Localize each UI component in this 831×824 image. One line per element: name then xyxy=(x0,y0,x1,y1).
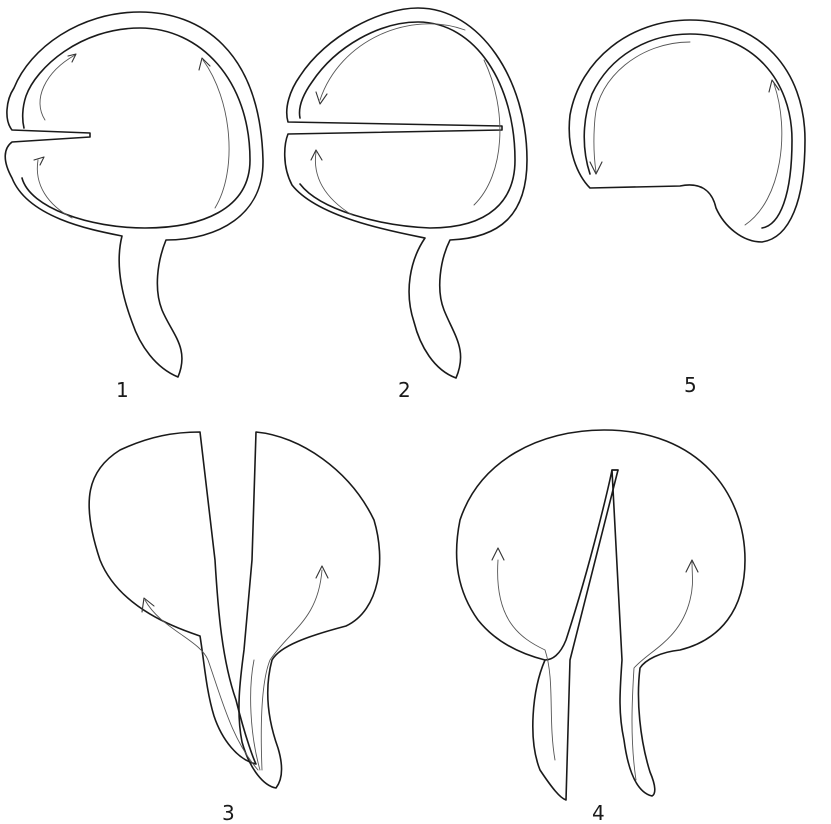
figure-3-flow-arrow-left xyxy=(145,600,258,770)
figure-5-inner-outline xyxy=(584,34,792,228)
figure-2-arrowhead-lower xyxy=(311,150,322,160)
figure-2-arrowhead-left xyxy=(316,92,327,104)
figure-3-label: 3 xyxy=(222,801,235,824)
figure-5-flow-arrow-right xyxy=(745,84,782,225)
figure-3-left-half xyxy=(89,432,256,764)
figure-1-flow-arrow-right xyxy=(203,60,229,208)
figure-2-label: 2 xyxy=(398,378,411,402)
figure-4-body-outline xyxy=(457,430,745,796)
figure-1-flow-arrow-upper xyxy=(40,55,75,120)
figure-1-inner-outline xyxy=(22,28,250,228)
figure-2: 2 xyxy=(285,8,527,402)
figure-2-outer-outline xyxy=(285,8,527,378)
figure-1-arrowhead-lower xyxy=(34,157,44,165)
figure-3: 3 xyxy=(89,432,380,824)
figure-5: 5 xyxy=(569,20,805,397)
figure-4-label: 4 xyxy=(592,801,605,824)
figure-2-flow-arrow-lower xyxy=(315,152,352,215)
figure-5-flow-arrow-left xyxy=(594,42,690,172)
figure-3-right-half xyxy=(239,432,380,788)
figure-1: 1 xyxy=(5,12,263,402)
figure-4: 4 xyxy=(457,430,745,824)
figure-1-outer-outline xyxy=(5,12,263,377)
figure-5-label: 5 xyxy=(684,373,697,397)
figure-5-outer-outline xyxy=(569,20,805,242)
figure-1-label: 1 xyxy=(116,378,129,402)
figure-2-flow-arrow-right xyxy=(474,60,500,205)
figure-4-flow-arrow-right xyxy=(632,562,693,780)
figure-4-arrowhead-left xyxy=(492,548,504,560)
figure-4-outer-outline xyxy=(533,470,618,800)
